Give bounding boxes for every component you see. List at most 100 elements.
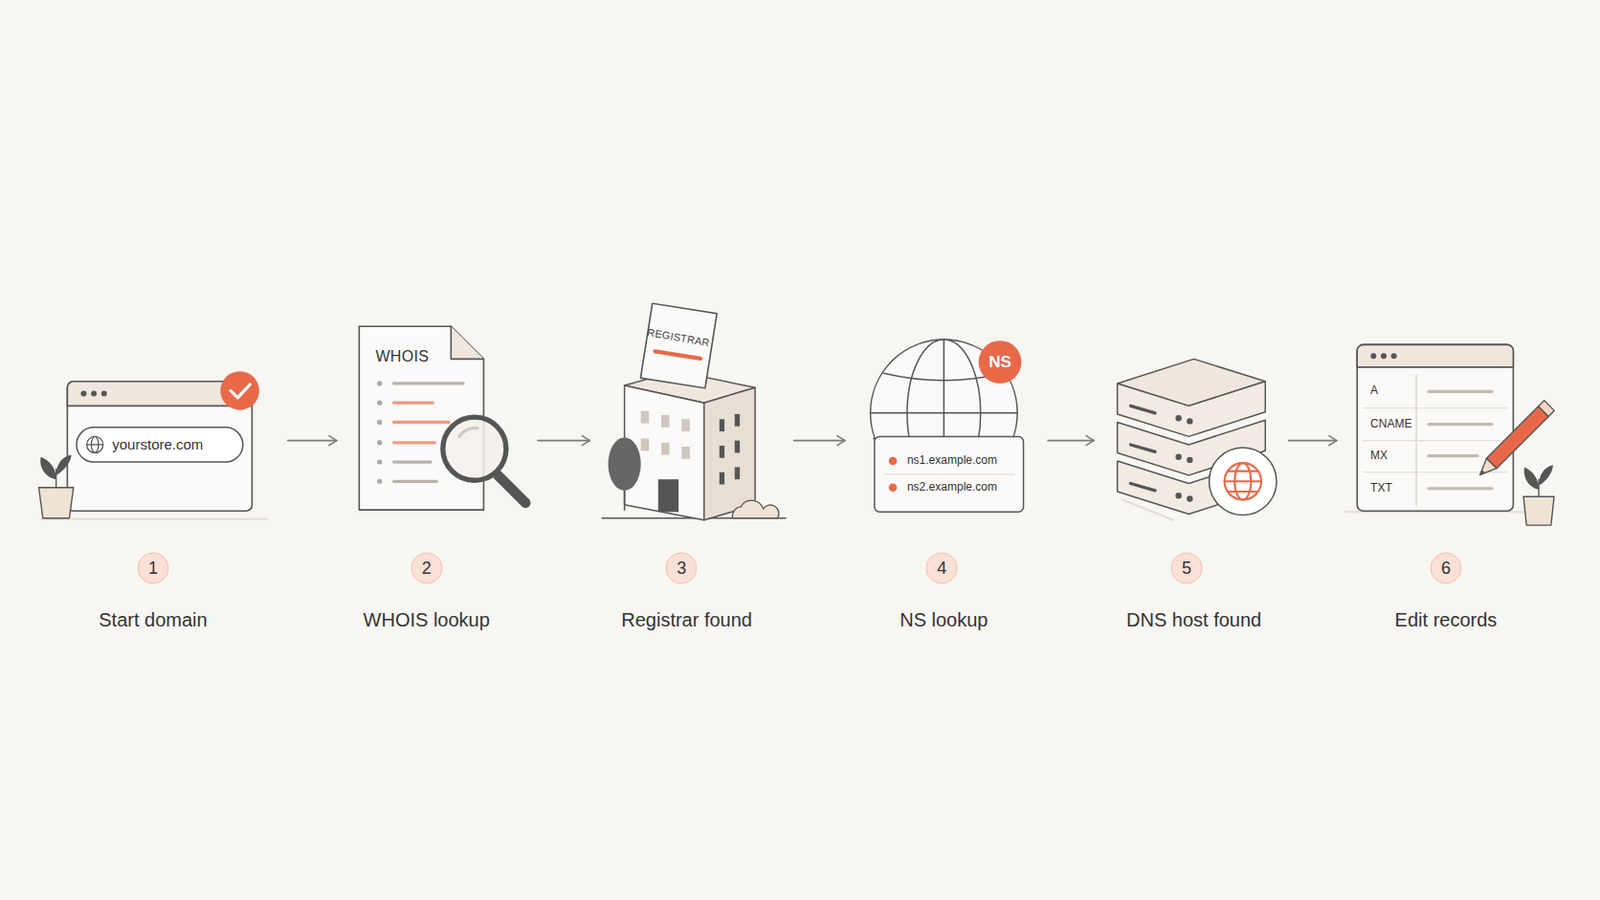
step-label: Edit records (1395, 609, 1498, 632)
ns-globe-part (874, 436, 1024, 512)
server-stack-part-part (1130, 405, 1156, 413)
step-label: Start domain (98, 609, 207, 632)
globe-icon-part (87, 436, 104, 453)
registrar-building-part-part (734, 441, 740, 454)
whois-document-part-part (394, 401, 434, 405)
ns-globe-part (888, 457, 898, 467)
whois-document-part-part (377, 479, 382, 485)
registrar-building (601, 303, 786, 521)
magnifier (443, 417, 526, 504)
server-stack-part (1130, 405, 1156, 491)
globe-badge-part-part (1224, 463, 1262, 500)
registrar-building-part-part (734, 466, 740, 480)
ns-globe-part (888, 483, 898, 492)
magnifier-part (497, 475, 526, 504)
flow-arrow (288, 440, 337, 443)
records-window-part-part (1428, 454, 1478, 458)
plant (39, 455, 74, 519)
document-title: WHOIS (375, 348, 429, 366)
records-window-part (1356, 344, 1513, 367)
pencil-part (1486, 406, 1549, 469)
plant-part (1523, 496, 1555, 526)
server-stack-part-part (1175, 454, 1181, 461)
whois-document-part-part (394, 460, 431, 464)
plant-part (1524, 466, 1539, 489)
nameserver-text: ns1.example.com (907, 454, 998, 468)
registrar-building-part (641, 411, 690, 460)
step-number: 6 (1429, 552, 1462, 584)
whois-document-part-part (377, 400, 382, 406)
registrar-building-part-part (719, 419, 725, 432)
records-window-part-part (1363, 407, 1508, 409)
tree-part (608, 437, 642, 490)
illustrations-part (39, 303, 1556, 526)
server-stack-part (1175, 415, 1193, 503)
flow-arrow (537, 440, 590, 443)
step-number: 1 (136, 552, 169, 584)
step-label: WHOIS lookup (363, 609, 490, 632)
plant-part (39, 488, 74, 519)
browser-window-part (80, 391, 87, 398)
step-number: 4 (926, 552, 958, 584)
records-window-part-part (1428, 487, 1492, 490)
whois-document-part-part (377, 459, 382, 465)
process-step: NS ns1.example.com ns2.example.com 4 NS look… (844, 295, 1048, 653)
registrar-sign-part (640, 303, 717, 389)
browser-window-part (230, 384, 250, 399)
registrar-building-part-part (661, 443, 670, 456)
ns-globe-part (978, 340, 1023, 384)
server-stack-part-part (1175, 415, 1181, 422)
whois-document-part-part (377, 380, 382, 386)
flow-arrow (1288, 440, 1337, 443)
records-window (1344, 344, 1555, 512)
browser-window-part (220, 371, 260, 411)
badge-text: NS (988, 353, 1012, 373)
record-type: CNAME (1370, 418, 1412, 432)
browser-window (41, 371, 268, 520)
process-step: REGISTRAR3Registrar found (589, 295, 794, 653)
server-stack-part-part (1186, 457, 1193, 464)
whois-document-part-part (377, 440, 382, 445)
process-step: WHOIS 2WHOIS lookup (336, 295, 538, 653)
ns-globe-part-part (870, 339, 1019, 488)
whois-document-part-part (394, 480, 438, 484)
whois-document-part (450, 326, 484, 359)
sign-text: REGISTRAR (646, 326, 712, 350)
records-window-part-part (1363, 440, 1508, 442)
registrar-building-part (658, 414, 740, 512)
pencil-part (1538, 400, 1556, 418)
registrar-building-part-part (641, 439, 650, 452)
plant-part (56, 455, 72, 476)
globe-badge (1209, 447, 1277, 515)
whois-document-part-part (377, 420, 382, 425)
tree (608, 437, 642, 511)
globe-icon (87, 436, 104, 453)
pencil-part (1474, 458, 1497, 481)
step-label: NS lookup (899, 609, 988, 632)
records-window-part-part (1428, 422, 1492, 426)
browser-window-part (90, 391, 97, 398)
step-number: 2 (410, 552, 443, 584)
registrar-sign (640, 303, 717, 389)
records-window-part-part (1428, 390, 1492, 394)
flow-arrow (1047, 440, 1094, 443)
server-stack-part-part (1186, 418, 1193, 424)
registrar-building-part (704, 387, 756, 521)
globe-badge-part-part (1224, 480, 1262, 483)
nameserver-text: ns2.example.com (907, 481, 998, 495)
browser-window-part (76, 427, 244, 463)
process-step: yourstore.com1Start domain (30, 295, 289, 653)
browser-window-part (101, 391, 108, 398)
registrar-building-part (732, 500, 779, 518)
registrar-building-part-part (658, 479, 679, 512)
registrar-building-part-part (681, 446, 690, 460)
step-label: DNS host found (1126, 609, 1262, 632)
step-number: 3 (666, 552, 698, 584)
globe-badge-part-part (1227, 471, 1259, 492)
plant (1523, 465, 1555, 526)
pencil-part (1478, 469, 1486, 477)
ns-globe-part (870, 339, 1019, 488)
browser-window-part (41, 518, 268, 521)
